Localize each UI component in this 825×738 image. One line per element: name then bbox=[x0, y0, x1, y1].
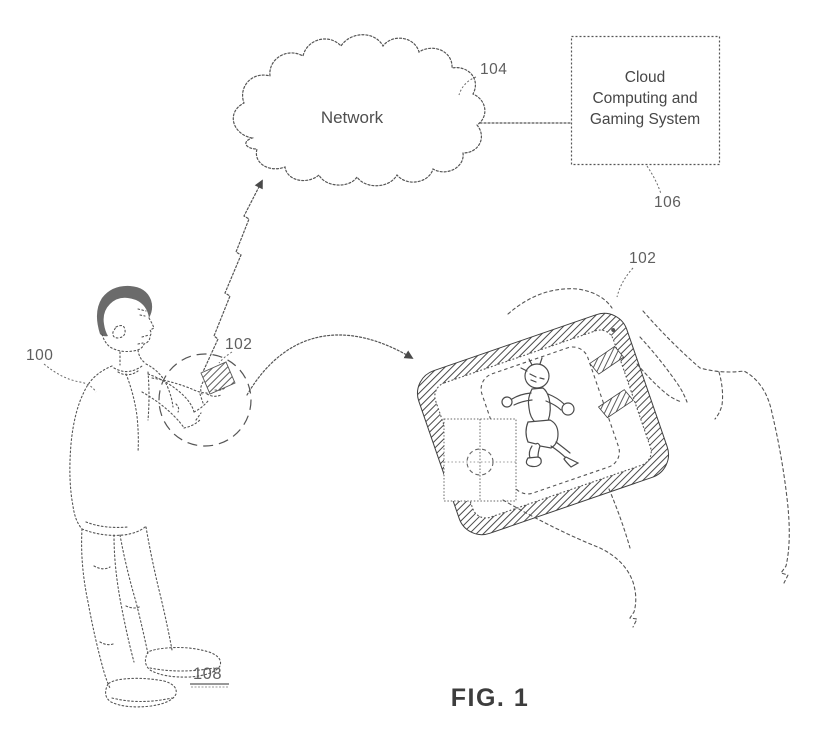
cloud-gaming-system-box: Cloud Computing and Gaming System 106 bbox=[570, 35, 721, 211]
device-button-bottom bbox=[597, 389, 634, 419]
virtual-joystick bbox=[443, 418, 517, 502]
device-camera-dot bbox=[611, 328, 616, 333]
player-neck bbox=[119, 349, 145, 366]
hand-bottom-curve-1 bbox=[502, 499, 638, 628]
hand-right-finger-1 bbox=[639, 336, 688, 403]
system-box-line3: Gaming System bbox=[590, 111, 700, 128]
character-shorts bbox=[525, 419, 559, 449]
player-far-arm bbox=[151, 377, 208, 394]
player-pant-creases bbox=[93, 565, 142, 646]
player-collar bbox=[113, 365, 143, 376]
player-hair bbox=[96, 285, 153, 337]
ref-label-102-closeup: 102 bbox=[629, 250, 656, 267]
ref-104-leader bbox=[458, 76, 477, 96]
player-back-leg bbox=[81, 528, 135, 689]
character-torso bbox=[527, 387, 551, 424]
player-mouth bbox=[141, 334, 150, 338]
character-right-foot bbox=[563, 456, 580, 468]
player-face-outline bbox=[101, 317, 155, 353]
character-right-glove bbox=[561, 402, 575, 416]
player-cuffs bbox=[175, 393, 204, 421]
figure-caption: FIG. 1 bbox=[451, 684, 529, 712]
cloud-outline bbox=[232, 34, 486, 187]
player-ear bbox=[112, 324, 126, 339]
hand-top-arc bbox=[507, 288, 613, 315]
hand-outline bbox=[502, 288, 790, 628]
character-head bbox=[524, 363, 550, 389]
character-left-arm bbox=[511, 392, 533, 406]
ref-106-leader bbox=[646, 165, 662, 195]
character-left-fist bbox=[501, 396, 513, 408]
ref-label-106: 106 bbox=[654, 194, 681, 211]
player-front-shoe bbox=[144, 646, 222, 678]
ground-reference: 108 bbox=[190, 665, 229, 688]
ref-label-104: 104 bbox=[480, 61, 507, 78]
player-fingers bbox=[200, 381, 227, 397]
character-face-lines bbox=[529, 373, 545, 383]
system-box-line1: Cloud bbox=[625, 69, 666, 86]
device-button-top bbox=[589, 345, 625, 375]
system-box-line2: Computing and bbox=[592, 90, 697, 107]
hand-right-finger-2 bbox=[636, 363, 683, 403]
ref-label-102-held: 102 bbox=[225, 336, 252, 353]
player-brow bbox=[137, 308, 147, 312]
hand-right-finger-3 bbox=[714, 371, 724, 420]
player-figure: 100 bbox=[26, 285, 236, 708]
wireless-link-bolt bbox=[201, 179, 263, 375]
ref-100-leader bbox=[43, 363, 97, 393]
ref-label-108: 108 bbox=[193, 665, 222, 683]
player-vest-vneck bbox=[125, 373, 139, 453]
held-device bbox=[200, 361, 236, 395]
held-device-highlight-circle bbox=[158, 353, 252, 447]
character-left-foot bbox=[525, 456, 542, 468]
player-back-shoe bbox=[105, 677, 177, 708]
ref-102-closeup-leader bbox=[616, 267, 634, 298]
network-cloud: Network 104 bbox=[232, 34, 507, 187]
hand-bottom-curve-2 bbox=[608, 488, 631, 549]
player-chest bbox=[145, 363, 174, 408]
system-box-outline bbox=[570, 35, 721, 166]
ref-102-held-leader bbox=[218, 351, 233, 364]
player-eye bbox=[139, 314, 146, 317]
character-right-arm bbox=[545, 393, 565, 411]
character-hair-spikes bbox=[520, 357, 543, 372]
device-closeup: 102 bbox=[417, 250, 790, 628]
game-character bbox=[501, 357, 580, 468]
network-label: Network bbox=[321, 108, 384, 127]
player-forearms bbox=[183, 400, 209, 429]
player-near-arm bbox=[141, 373, 195, 429]
ref-label-100: 100 bbox=[26, 347, 53, 364]
player-torso-back bbox=[69, 365, 113, 530]
character-right-leg bbox=[550, 441, 571, 459]
character-left-leg bbox=[528, 445, 541, 459]
player-chin-line bbox=[137, 342, 144, 345]
zoom-arrow bbox=[246, 334, 414, 396]
player-vest-hem bbox=[81, 521, 146, 536]
hand-right-thumb-long bbox=[642, 310, 790, 584]
joystick-thumb-circle bbox=[466, 448, 494, 476]
player-front-leg bbox=[119, 526, 173, 655]
